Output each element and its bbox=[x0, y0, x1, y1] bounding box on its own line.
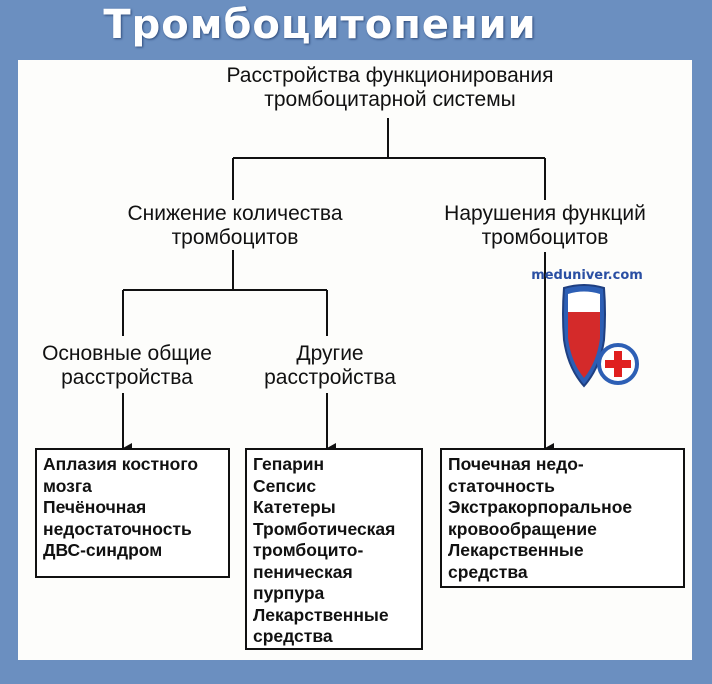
list-item: Катетеры bbox=[253, 497, 336, 517]
node-root: Расстройства функционирования тромбоцита… bbox=[226, 64, 554, 111]
list-item: Лекарственные средства bbox=[253, 604, 389, 647]
list-item: Печёночная недостаточность bbox=[43, 497, 192, 539]
box-function-disorders: Почечная недо- статочность Экстракорпора… bbox=[440, 448, 685, 588]
logo-text: meduniver.com bbox=[531, 268, 643, 283]
list-item: Тромботическая тромбоцито- пеническая пу… bbox=[253, 518, 396, 604]
list-item: Гепарин bbox=[253, 454, 325, 474]
node-sub-mid: Другие расстройства bbox=[264, 342, 396, 389]
node-sub-left: Основные общие расстройства bbox=[42, 342, 212, 389]
list-item: ДВС-синдром bbox=[43, 540, 163, 560]
node-branch-left: Снижение количества тромбоцитов bbox=[127, 202, 343, 249]
list-item: Лекарственные средства bbox=[448, 540, 584, 582]
shield-icon bbox=[562, 284, 639, 388]
list-item: Сепсис bbox=[253, 475, 317, 496]
list-item: Почечная недо- статочность bbox=[448, 454, 584, 496]
list-item: Аплазия костного мозга bbox=[43, 454, 199, 496]
meduniver-logo[interactable]: meduniver.com bbox=[522, 268, 652, 418]
list-item: Экстракорпоральное кровообращение bbox=[448, 497, 633, 539]
box-main-disorders: Аплазия костного мозга Печёночная недост… bbox=[35, 448, 230, 578]
box-other-disorders: Гепарин Сепсис Катетеры Тромботическая т… bbox=[245, 448, 423, 650]
node-branch-right: Нарушения функций тромбоцитов bbox=[444, 202, 646, 249]
page-title: Тромбоцитопении bbox=[103, 2, 537, 48]
